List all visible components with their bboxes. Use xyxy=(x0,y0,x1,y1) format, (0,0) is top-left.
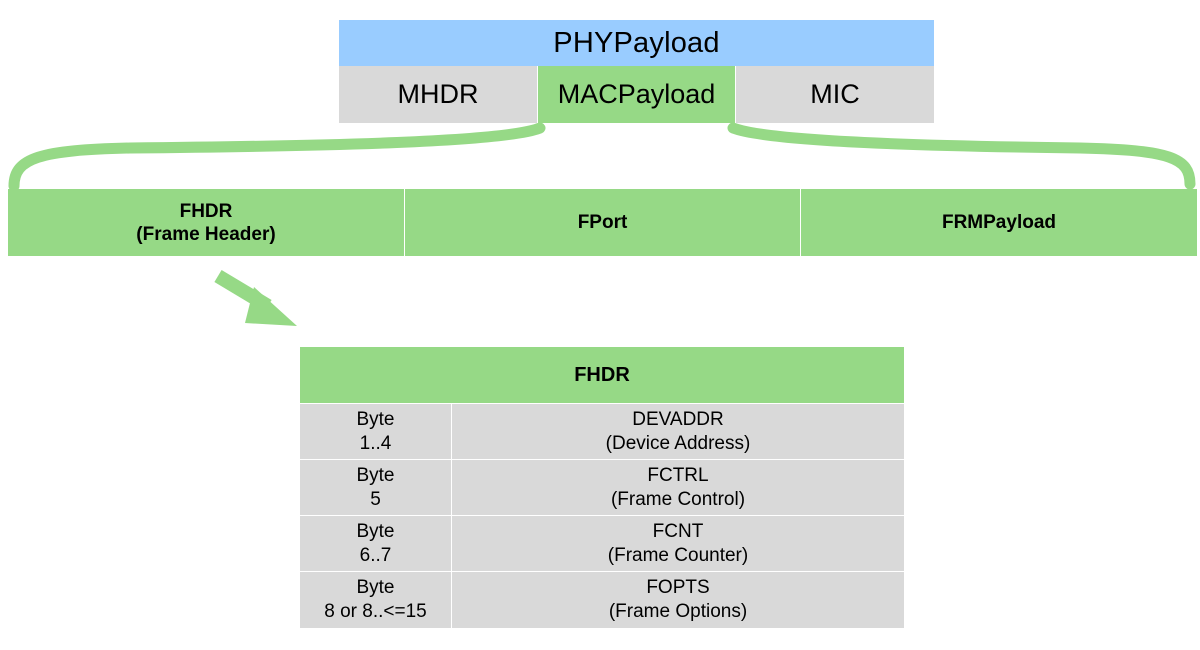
field-name: FCTRL xyxy=(647,464,709,486)
field-description: (Frame Counter) xyxy=(607,544,749,566)
field-cell: FCNT (Frame Counter) xyxy=(452,516,904,571)
field-name: DEVADDR xyxy=(632,408,724,430)
fhdr-cell: FHDR (Frame Header) xyxy=(8,189,404,256)
byte-value: 6..7 xyxy=(359,544,392,566)
field-cell: FCTRL (Frame Control) xyxy=(452,460,904,515)
field-name: FCNT xyxy=(652,520,704,542)
mhdr-label: MHDR xyxy=(397,79,479,109)
arrow-down-right-icon xyxy=(214,269,297,326)
brace-right-arm xyxy=(727,122,1196,190)
byte-label: Byte xyxy=(356,464,395,486)
mac-payload-cell: MACPayload xyxy=(538,66,735,123)
byte-range-cell: Byte 5 xyxy=(300,460,452,515)
mic-label: MIC xyxy=(810,79,860,109)
byte-label: Byte xyxy=(356,577,395,598)
fhdr-table-header: FHDR xyxy=(300,347,904,404)
field-name: FOPTS xyxy=(646,577,710,598)
byte-value: 1..4 xyxy=(359,432,392,454)
field-cell: FOPTS (Frame Options) xyxy=(452,572,904,628)
brace-left-arm xyxy=(8,122,546,192)
frmpayload-cell: FRMPayload xyxy=(800,189,1197,256)
byte-range-cell: Byte 1..4 xyxy=(300,404,452,459)
phy-payload-header: PHYPayload xyxy=(339,20,934,66)
fhdr-sublabel: (Frame Header) xyxy=(136,223,276,245)
byte-range-cell: Byte 8 or 8..<=15 xyxy=(300,572,452,628)
byte-value: 8 or 8..<=15 xyxy=(324,601,427,622)
fhdr-table: FHDR Byte 1..4 DEVADDR (Device Address) … xyxy=(300,347,904,628)
table-row: Byte 5 FCTRL (Frame Control) xyxy=(300,460,904,516)
field-cell: DEVADDR (Device Address) xyxy=(452,404,904,459)
byte-label: Byte xyxy=(356,408,395,430)
mac-payload-breakdown: FHDR (Frame Header) FPort FRMPayload xyxy=(8,189,1197,256)
byte-value: 5 xyxy=(370,488,381,510)
phy-payload-title: PHYPayload xyxy=(553,26,720,59)
fport-cell: FPort xyxy=(404,189,800,256)
table-row: Byte 6..7 FCNT (Frame Counter) xyxy=(300,516,904,572)
mic-cell: MIC xyxy=(735,66,934,123)
byte-label: Byte xyxy=(356,520,395,542)
field-description: (Frame Options) xyxy=(608,601,748,622)
field-description: (Device Address) xyxy=(605,432,751,454)
fport-label: FPort xyxy=(577,212,628,233)
fhdr-table-title: FHDR xyxy=(574,363,630,386)
fhdr-label: FHDR xyxy=(179,200,233,222)
table-row: Byte 1..4 DEVADDR (Device Address) xyxy=(300,404,904,460)
field-description: (Frame Control) xyxy=(610,488,746,510)
mhdr-cell: MHDR xyxy=(339,66,538,123)
mac-payload-label: MACPayload xyxy=(557,79,716,109)
byte-range-cell: Byte 6..7 xyxy=(300,516,452,571)
frmpayload-label: FRMPayload xyxy=(941,212,1057,233)
table-row: Byte 8 or 8..<=15 FOPTS (Frame Options) xyxy=(300,572,904,628)
phy-payload-fields: MHDR MACPayload MIC xyxy=(339,66,934,123)
